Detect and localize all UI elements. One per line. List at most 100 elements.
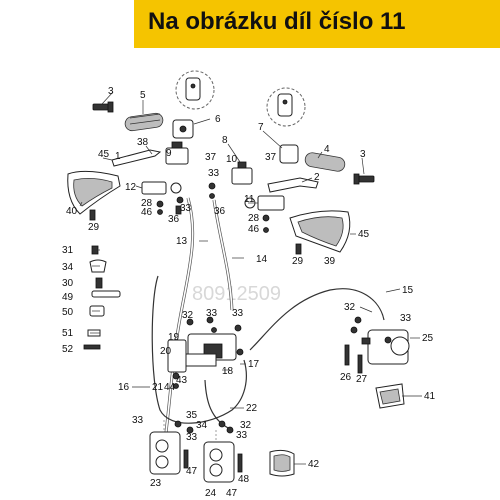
- callout-10: 10: [226, 154, 238, 165]
- callout-34b: 34: [196, 420, 208, 431]
- callout-36a: 36: [168, 214, 180, 225]
- callout-32b: 32: [182, 310, 194, 321]
- callout-19: 19: [168, 332, 180, 343]
- abs-fittings-part: [172, 316, 244, 389]
- callout-24: 24: [205, 488, 217, 499]
- rear-caliper-bolts: [344, 316, 363, 374]
- callout-45a: 45: [98, 149, 110, 160]
- right-switch-part: [266, 87, 306, 164]
- callout-labels: 3 5 6 7 4 3 38 9 8 37 37 10 45 1 2 40 12…: [62, 86, 436, 499]
- callout-33g: 33: [236, 430, 248, 441]
- callout-49: 49: [62, 292, 74, 303]
- callout-2: 2: [314, 172, 320, 183]
- callout-13: 13: [176, 236, 188, 247]
- callout-16: 16: [118, 382, 130, 393]
- watermark-text: 80912509: [192, 283, 281, 305]
- abs-unit-part: [179, 333, 237, 367]
- callout-47b: 47: [226, 488, 238, 499]
- callout-5: 5: [140, 90, 146, 101]
- callout-33b: 33: [208, 168, 220, 179]
- left-lever-part: [111, 149, 162, 167]
- callout-6: 6: [215, 114, 221, 125]
- callout-20: 20: [160, 346, 172, 357]
- front-caliper-right-part: [203, 441, 235, 483]
- small-parts-column: [83, 245, 121, 350]
- callout-42: 42: [308, 459, 320, 470]
- left-switch-part: [172, 70, 215, 139]
- callout-39: 39: [324, 256, 336, 267]
- callout-37b: 37: [265, 152, 277, 163]
- callout-29b: 29: [292, 256, 304, 267]
- callout-33f: 33: [132, 415, 144, 426]
- callout-4: 4: [324, 144, 330, 155]
- callout-3b: 3: [360, 149, 366, 160]
- brake-pad-rear-part: [375, 383, 405, 409]
- callout-33a: 33: [180, 203, 192, 214]
- callout-45b: 45: [358, 229, 370, 240]
- clip-right-part: [295, 243, 302, 255]
- callout-1: 1: [115, 151, 121, 162]
- banner-title: Na obrázku díl číslo 11: [148, 8, 406, 35]
- right-master-cylinder-part: [231, 161, 253, 185]
- callout-14: 14: [256, 254, 268, 265]
- grip-left-part: [124, 112, 164, 132]
- callout-33h: 33: [186, 432, 198, 443]
- callout-43: 43: [176, 375, 188, 386]
- front-caliper-left-part: [149, 431, 181, 475]
- callout-11: 11: [244, 194, 255, 205]
- left-handguard-part: [67, 170, 121, 215]
- callout-52: 52: [62, 344, 74, 355]
- callout-29a: 29: [88, 222, 100, 233]
- callout-30: 30: [62, 278, 74, 289]
- fittings-left-part: [156, 182, 216, 215]
- grip-right-part: [304, 152, 346, 172]
- callout-7: 7: [258, 122, 264, 133]
- callout-22: 22: [246, 403, 258, 414]
- callout-35: 35: [186, 410, 198, 421]
- callout-47a: 47: [186, 466, 198, 477]
- fittings-right-part: [262, 214, 270, 233]
- leader-lines: [79, 91, 422, 465]
- right-lever-part: [267, 177, 319, 193]
- callout-28b: 28: [248, 213, 260, 224]
- callout-41: 41: [424, 391, 436, 402]
- callout-44: 44: [164, 382, 176, 393]
- callout-15: 15: [402, 285, 414, 296]
- callout-32a: 32: [344, 302, 356, 313]
- callout-18: 18: [222, 366, 234, 377]
- left-master-cylinder-part: [141, 141, 189, 195]
- right-handguard-part: [289, 210, 351, 253]
- callout-17: 17: [248, 359, 260, 370]
- callout-34: 34: [62, 262, 74, 273]
- callout-23: 23: [150, 478, 162, 489]
- callout-36b: 36: [214, 206, 226, 217]
- callout-27: 27: [356, 374, 368, 385]
- callout-33d: 33: [206, 308, 218, 319]
- callout-12: 12: [125, 182, 137, 193]
- callout-33e: 33: [232, 308, 244, 319]
- callout-9: 9: [166, 148, 172, 159]
- callout-32c: 32: [240, 420, 252, 431]
- callout-50: 50: [62, 307, 74, 318]
- callout-25: 25: [422, 333, 434, 344]
- callout-8: 8: [222, 135, 228, 146]
- callout-46b: 46: [248, 224, 260, 235]
- callout-37a: 37: [205, 152, 217, 163]
- callout-48: 48: [238, 474, 250, 485]
- callout-40: 40: [66, 206, 78, 217]
- bracket-part: [167, 339, 187, 373]
- brake-pad-front-part: [269, 449, 295, 477]
- rear-caliper-part: [361, 329, 410, 365]
- front-caliper-bolts: [174, 420, 243, 473]
- callout-21: 21: [152, 382, 164, 393]
- clip-left-part: [89, 209, 96, 221]
- callout-46a: 46: [141, 207, 153, 218]
- title-banner: Na obrázku díl číslo 11: [134, 0, 500, 48]
- callout-28a: 28: [141, 198, 153, 209]
- callout-3: 3: [108, 86, 114, 97]
- bolt-left-part: [92, 101, 114, 113]
- callout-33c: 33: [400, 313, 412, 324]
- callout-51: 51: [62, 328, 74, 339]
- callout-31: 31: [62, 245, 74, 256]
